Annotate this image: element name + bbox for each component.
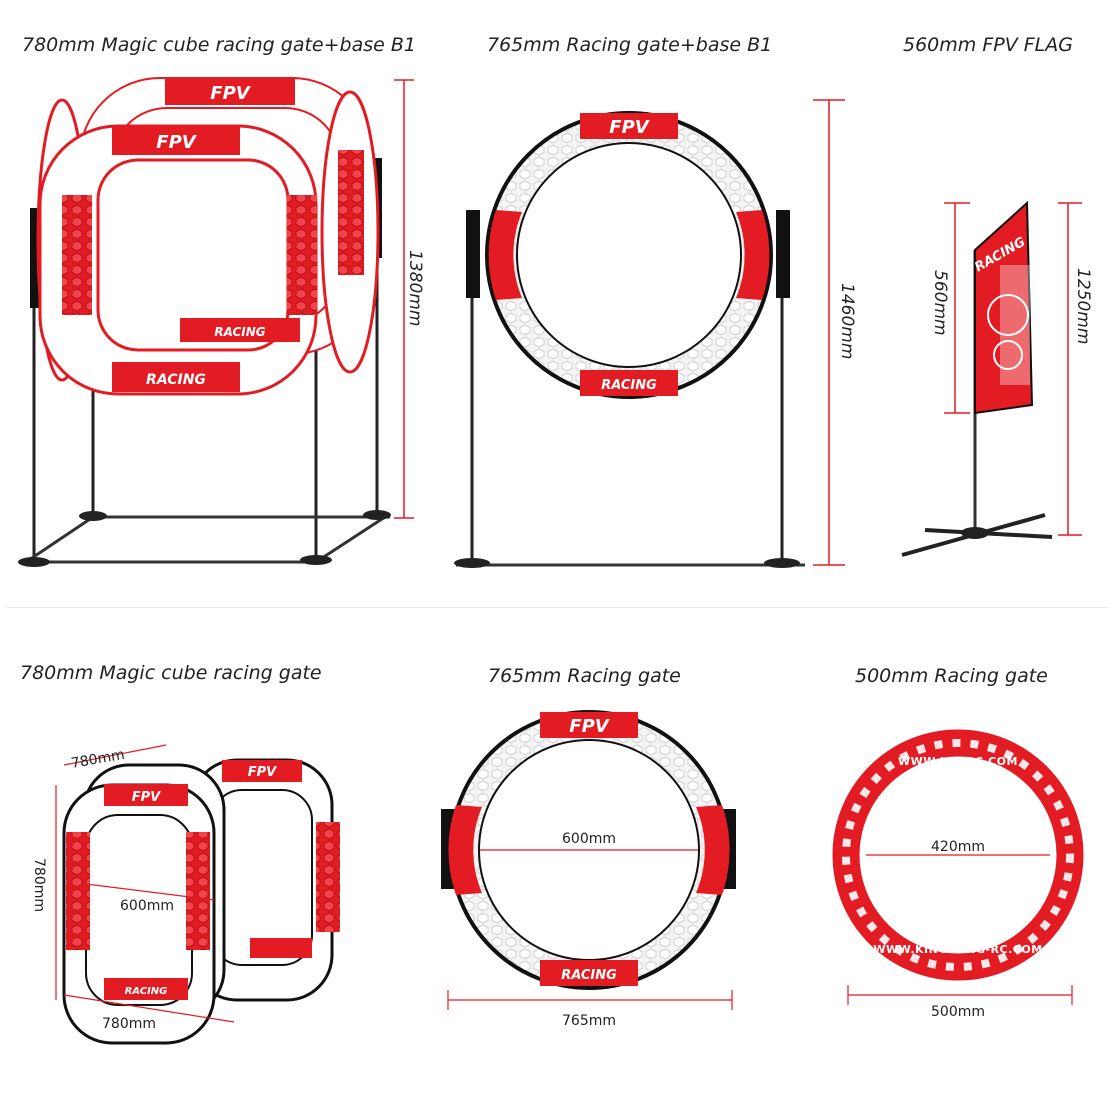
svg-text:FPV: FPV [609, 117, 650, 138]
svg-text:WWW.KINGKONG-RC.COM: WWW.KINGKONG-RC.COM [873, 943, 1042, 956]
svg-text:FPV: FPV [210, 83, 251, 104]
dim-cube-height: 780mm [31, 858, 47, 912]
svg-text:RACING: RACING [146, 372, 206, 388]
title-small-round-gate: 500mm Racing gate [855, 665, 1048, 687]
title-cube-gate-base: 780mm Magic cube racing gate+base B1 [22, 34, 416, 56]
dim-flag-height: 560mm [930, 270, 950, 336]
dim-cube-inner: 600mm [120, 898, 174, 914]
title-cube-gate: 780mm Magic cube racing gate [20, 662, 322, 684]
title-round-gate: 765mm Racing gate [488, 665, 681, 687]
svg-text:RACING: RACING [214, 325, 265, 339]
racing-cube-gate-icon: FPV FPV RACING [62, 758, 340, 1045]
svg-text:FPV: FPV [156, 132, 197, 153]
svg-text:WWW.LDARC.COM: WWW.LDARC.COM [898, 755, 1018, 768]
dim-round-outer: 765mm [562, 1013, 616, 1029]
dim-cube-width: 780mm [102, 1016, 156, 1032]
round-racing-gate-icon: FPV RACING [454, 111, 805, 568]
section-divider [6, 607, 1108, 608]
dim-small-inner: 420mm [931, 839, 985, 855]
svg-text:FPV: FPV [569, 716, 610, 737]
dim-round-base-height: 1460mm [837, 283, 857, 359]
svg-text:RACING: RACING [561, 968, 617, 983]
dim-flag-total: 1250mm [1073, 268, 1093, 344]
svg-text:FPV: FPV [132, 790, 161, 805]
dim-round-inner: 600mm [562, 831, 616, 847]
dim-cube-base-height: 1380mm [405, 250, 425, 326]
title-round-gate-base: 765mm Racing gate+base B1 [487, 34, 773, 56]
round-racing-gate-icon: WWW.LDARC.COM WWW.KINGKONG-RC.COM [832, 729, 1084, 981]
racing-cube-gate-icon: FPV FPV RACING RACING [18, 77, 391, 567]
svg-text:RACING: RACING [601, 378, 657, 393]
dim-small-outer: 500mm [931, 1004, 985, 1020]
svg-text:FPV: FPV [248, 765, 277, 780]
svg-text:RACING: RACING [125, 986, 168, 997]
title-fpv-flag: 560mm FPV FLAG [903, 34, 1073, 56]
fpv-flag-icon: RACING [901, 200, 1053, 557]
